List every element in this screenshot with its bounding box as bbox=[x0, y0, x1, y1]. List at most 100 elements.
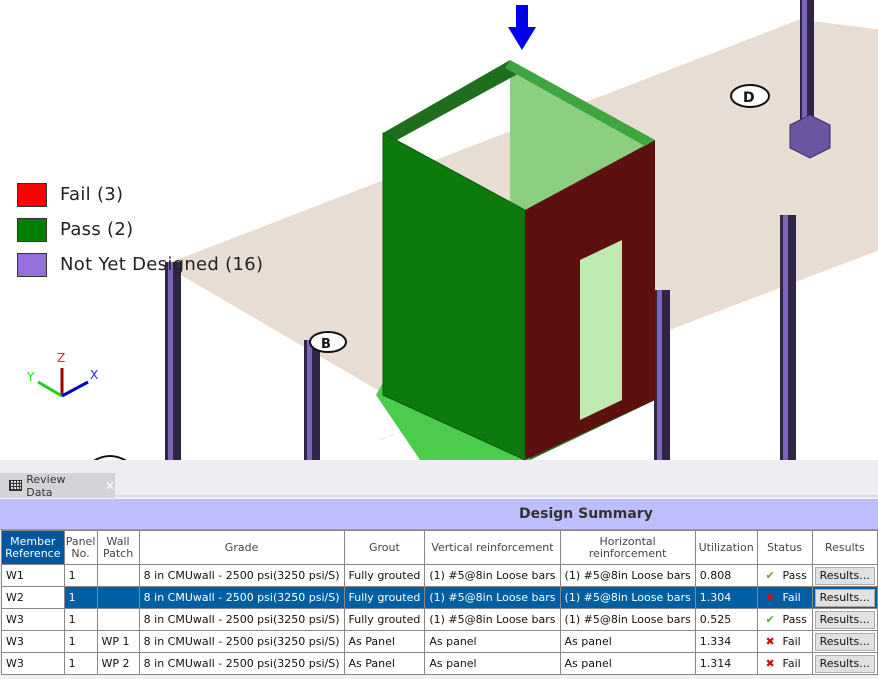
cell-status: ✖ Fail bbox=[756, 652, 813, 675]
column-header-grade[interactable]: Grade bbox=[138, 530, 345, 565]
cell-grout: As Panel bbox=[343, 652, 426, 675]
status-label: Pass bbox=[782, 569, 807, 582]
column-header-grout[interactable]: Grout bbox=[343, 530, 426, 565]
column-header-vertical-reinforcement[interactable]: Vertical reinforcement bbox=[424, 530, 561, 565]
cell-panel: 1 bbox=[63, 608, 98, 631]
column-header-status[interactable]: Status bbox=[756, 530, 813, 565]
column-header-panel-no[interactable]: Panel No. bbox=[63, 530, 98, 565]
cell-patch bbox=[96, 564, 140, 587]
cell-horiz: (1) #5@8in Loose bars bbox=[559, 564, 696, 587]
legend-swatch bbox=[17, 252, 47, 277]
legend-label: Pass (2) bbox=[60, 219, 134, 240]
tab-label: Review Data bbox=[26, 472, 66, 499]
cell-panel: 1 bbox=[63, 586, 98, 609]
results-button[interactable]: Results... bbox=[814, 566, 875, 585]
3d-model-viewport[interactable]: D B Z Y X Fail (3) Pass (2) Not Yet Desi… bbox=[0, 0, 878, 460]
cell-grade: 8 in CMUwall - 2500 psi(3250 psi/S) bbox=[138, 630, 345, 653]
cell-patch bbox=[96, 586, 140, 609]
cell-results: Results... bbox=[811, 652, 878, 675]
cell-vert: (1) #5@8in Loose bars bbox=[424, 564, 561, 587]
grid-marker-b: B bbox=[309, 331, 347, 353]
cell-vert: (1) #5@8in Loose bars bbox=[424, 586, 561, 609]
cell-results: Results... bbox=[811, 630, 878, 653]
cell-grout: Fully grouted bbox=[343, 586, 426, 609]
column-base bbox=[789, 114, 831, 159]
status-label: Fail bbox=[782, 657, 801, 670]
svg-text:Y: Y bbox=[26, 370, 35, 384]
cell-results: Results... bbox=[811, 608, 878, 631]
cell-vert: As panel bbox=[424, 652, 561, 675]
cell-grout: Fully grouted bbox=[343, 564, 426, 587]
model-scene: D B Z Y X bbox=[26, 0, 878, 460]
cell-panel: 1 bbox=[63, 630, 98, 653]
cell-horiz: As panel bbox=[559, 630, 696, 653]
results-button[interactable]: Results... bbox=[814, 588, 875, 607]
cell-member: W3 bbox=[1, 630, 65, 653]
status-legend: Fail (3) Pass (2) Not Yet Designed (16) bbox=[17, 177, 263, 282]
cross-icon: ✖ bbox=[765, 657, 775, 670]
cell-grade: 8 in CMUwall - 2500 psi(3250 psi/S) bbox=[138, 652, 345, 675]
cell-status: ✔Pass bbox=[756, 608, 813, 631]
legend-item-not-designed: Not Yet Designed (16) bbox=[17, 247, 263, 282]
cell-grout: Fully grouted bbox=[343, 608, 426, 631]
cell-member: W2 bbox=[1, 586, 65, 609]
results-button[interactable]: Results... bbox=[814, 610, 875, 629]
legend-label: Not Yet Designed (16) bbox=[60, 254, 264, 275]
cell-grade: 8 in CMUwall - 2500 psi(3250 psi/S) bbox=[138, 564, 345, 587]
wall-pass-front bbox=[382, 132, 526, 460]
grid-marker-d: D bbox=[730, 84, 770, 108]
column-header-member-reference[interactable]: Member Reference bbox=[1, 530, 65, 565]
svg-text:D: D bbox=[743, 90, 755, 106]
cell-member: W3 bbox=[1, 652, 65, 675]
cell-status: ✔ Pass bbox=[756, 564, 813, 587]
check-icon: ✔ bbox=[765, 569, 775, 582]
cell-vert: (1) #5@8in Loose bars bbox=[424, 608, 561, 631]
cell-member: W3 bbox=[1, 608, 65, 631]
cell-status: ✖Fail bbox=[756, 586, 813, 609]
close-icon[interactable]: ✕ bbox=[104, 478, 115, 493]
cell-vert: As panel bbox=[424, 630, 561, 653]
cell-util: 0.525 bbox=[694, 608, 758, 631]
cell-panel: 1 bbox=[63, 652, 98, 675]
tab-bar: Review Data ✕ bbox=[0, 460, 878, 499]
review-data-panel: Review Data ✕ Design Summary Member Refe… bbox=[0, 460, 878, 679]
column-header-utilization[interactable]: Utilization bbox=[694, 530, 758, 565]
axis-triad-icon: Z Y X bbox=[26, 351, 98, 398]
cross-icon: ✖ bbox=[765, 591, 775, 604]
column-header-horizontal-reinforcement[interactable]: Horizontal reinforcement bbox=[559, 530, 696, 565]
cell-horiz: (1) #5@8in Loose bars bbox=[559, 608, 696, 631]
wall-opening bbox=[580, 240, 622, 420]
cell-results: Results... bbox=[811, 564, 878, 587]
cell-util: 1.334 bbox=[694, 630, 758, 653]
legend-item-pass: Pass (2) bbox=[17, 212, 263, 247]
column-header-wall-patch[interactable]: Wall Patch bbox=[96, 530, 140, 565]
cell-grade: 8 in CMUwall - 2500 psi(3250 psi/S) bbox=[138, 586, 345, 609]
cell-patch bbox=[96, 608, 140, 631]
results-button[interactable]: Results... bbox=[814, 632, 875, 651]
column-header-results[interactable]: Results bbox=[811, 530, 878, 565]
results-button[interactable]: Results... bbox=[814, 654, 875, 673]
cell-results: Results... bbox=[811, 586, 878, 609]
legend-label: Fail (3) bbox=[60, 184, 124, 205]
tab-review-data[interactable]: Review Data ✕ bbox=[0, 472, 115, 499]
design-summary-banner: Design Summary bbox=[0, 499, 878, 530]
cell-grout: As Panel bbox=[343, 630, 426, 653]
banner-title: Design Summary bbox=[519, 506, 653, 522]
cell-horiz: As panel bbox=[559, 652, 696, 675]
cell-util: 1.304 bbox=[694, 586, 758, 609]
cross-icon: ✖ bbox=[765, 635, 775, 648]
cell-panel: 1 bbox=[63, 564, 98, 587]
cell-horiz: (1) #5@8in Loose bars bbox=[559, 586, 696, 609]
svg-text:Z: Z bbox=[57, 351, 65, 365]
status-label: Pass bbox=[782, 613, 807, 626]
load-arrow-icon bbox=[508, 5, 536, 50]
svg-text:X: X bbox=[90, 368, 98, 382]
cell-status: ✖Fail bbox=[756, 630, 813, 653]
